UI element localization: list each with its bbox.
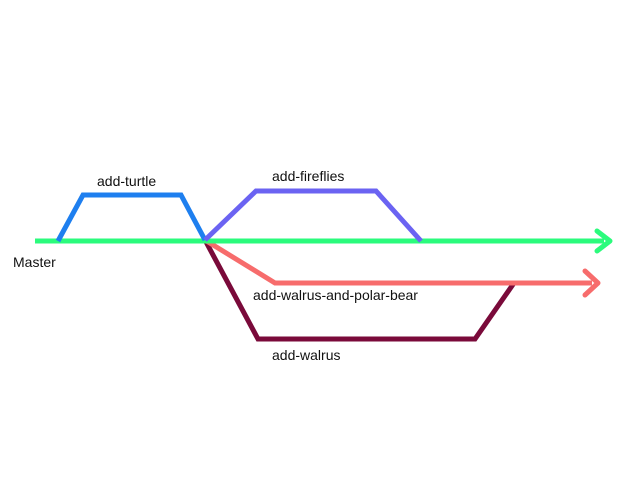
add-walrus-and-polar-bear-arrowhead bbox=[582, 268, 601, 298]
add-walrus-and-polar-bear-label: add-walrus-and-polar-bear bbox=[253, 287, 418, 303]
add-turtle-branch-line bbox=[55, 192, 208, 243]
master-label: Master bbox=[13, 254, 56, 270]
add-walrus-label: add-walrus bbox=[272, 347, 340, 363]
add-turtle-label: add-turtle bbox=[97, 173, 156, 189]
add-walrus-branch-line bbox=[202, 238, 517, 342]
master-arrowhead bbox=[594, 228, 613, 254]
add-fireflies-branch-line bbox=[203, 188, 423, 243]
add-fireflies-label: add-fireflies bbox=[272, 168, 344, 184]
add-walrus-and-polar-bear-branch-line bbox=[203, 237, 592, 286]
